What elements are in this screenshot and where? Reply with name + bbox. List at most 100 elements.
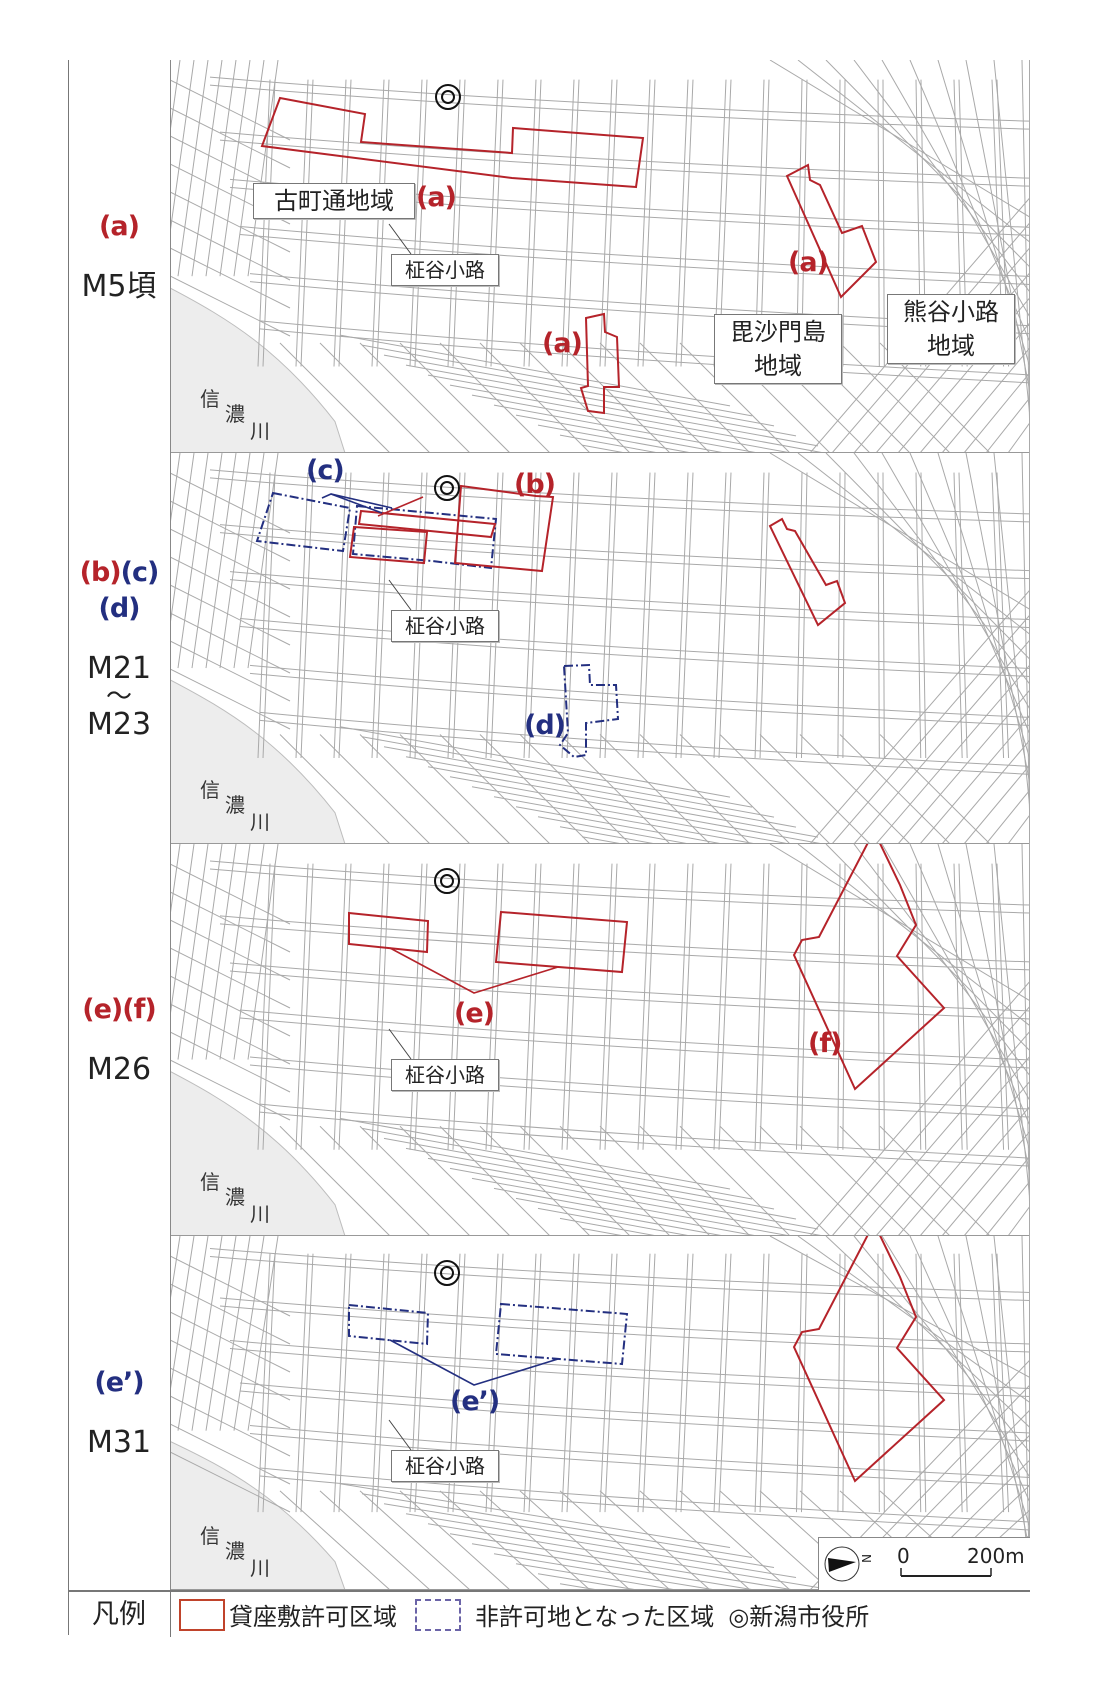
frame-right-border <box>1029 60 1030 1590</box>
callout-pointer <box>388 579 412 611</box>
area-marker-label: (a) <box>542 328 583 359</box>
revoked-area-e-prime-east <box>494 1302 629 1366</box>
leader-c2 <box>330 493 383 514</box>
area-code: (c) <box>120 556 160 588</box>
permit-area-b-east <box>453 484 555 573</box>
permit-area-b-west <box>348 525 429 565</box>
callout-bishamonjima-district: 毘沙門島地域 <box>714 314 842 384</box>
callout-masaya-koji: 柾谷小路 <box>391 1059 499 1091</box>
permit-area-f <box>792 844 946 1091</box>
area-codes: (e)(f) <box>82 992 156 1028</box>
callout-text: 地域 <box>754 352 802 380</box>
city-hall-icon <box>435 84 461 110</box>
callout-text: 古町通地域 <box>274 187 394 215</box>
area-marker-label: (b) <box>514 469 556 500</box>
city-hall-icon <box>434 475 460 501</box>
legend-items: 貸座敷許可区域 非許可地となった区域 ◎新潟市役所 <box>170 1592 869 1637</box>
revoked-area-c-west <box>255 491 352 553</box>
area-marker-label: (e’) <box>450 1386 500 1417</box>
panel-label-column: (a) M5頃 <box>68 60 170 453</box>
permit-area-b-strip <box>357 509 497 539</box>
shinano-river <box>170 679 346 844</box>
river-label-char: 信 <box>200 778 220 802</box>
north-arrow-icon: N <box>824 1546 992 1582</box>
callout-furumachi-district: 古町通地域 <box>253 183 415 219</box>
river-label-char: 濃 <box>225 1185 245 1209</box>
revoked-area-e-prime-west <box>348 1303 430 1346</box>
street-network <box>170 844 1030 1236</box>
era-label: M5頃 <box>81 268 157 304</box>
city-hall-icon <box>434 868 460 894</box>
permit-area-swatch <box>179 1598 225 1631</box>
street-map: 信濃川古町通地域柾谷小路毘沙門島地域熊谷小路地域(a)(a)(a) <box>170 60 1030 453</box>
revoked-area-d <box>558 663 620 759</box>
callout-kumagaya-koji-district: 熊谷小路地域 <box>887 294 1015 364</box>
river-label-char: 川 <box>250 419 270 443</box>
permit-area-kumagaya <box>768 517 847 627</box>
area-code: (a) <box>99 210 140 242</box>
map-svg <box>170 60 1030 453</box>
area-code: (f) <box>122 994 156 1025</box>
area-marker-label: (e) <box>454 998 495 1029</box>
leader-b <box>377 496 424 517</box>
river-label-char: 信 <box>200 1524 220 1548</box>
era-label: M31 <box>86 1425 152 1460</box>
legend-title: 凡例 <box>92 1599 146 1630</box>
era-label: M23 <box>86 706 152 742</box>
panel-m5: (a)M5頃信濃川古町通地域柾谷小路毘沙門島地域熊谷小路地域(a)(a)(a) <box>68 60 1030 453</box>
city-hall-icon <box>434 1260 460 1286</box>
permit-area-furumachi <box>260 96 645 189</box>
permit-area-f <box>792 1236 946 1483</box>
river-label-char: 川 <box>250 1202 270 1226</box>
area-codes: (d) <box>98 591 140 627</box>
callout-text: 柾谷小路 <box>405 1454 485 1478</box>
era-label: M26 <box>86 1052 152 1087</box>
svg-text:N: N <box>859 1554 873 1563</box>
legend-revoked-area: 非許可地となった区域 <box>475 1603 715 1631</box>
era-label: 〜 <box>105 681 132 712</box>
callout-text: 熊谷小路 <box>903 298 999 326</box>
street-map: 信濃川柾谷小路(e)(f) <box>170 844 1030 1236</box>
leader-e-prime <box>389 1339 559 1386</box>
permit-area-e-west <box>348 911 430 954</box>
area-codes: (e’) <box>94 1365 144 1401</box>
permit-area-e-east <box>494 910 629 974</box>
area-code: (b) <box>79 556 122 588</box>
area-codes: (a) <box>99 209 140 245</box>
street-map: 信濃川柾谷小路(e’) <box>170 1236 1030 1590</box>
area-codes: (b)(c) <box>79 555 160 591</box>
legend-city-hall: ◎新潟市役所 <box>728 1603 870 1631</box>
callout-pointer <box>388 223 412 255</box>
callout-text: 毘沙門島 <box>730 318 826 346</box>
river-label-char: 濃 <box>225 402 245 426</box>
area-marker-label: (d) <box>524 710 566 741</box>
panel-separator <box>170 1235 1030 1236</box>
shinano-river <box>170 1070 346 1236</box>
callout-text: 柾谷小路 <box>405 614 485 638</box>
leader-e <box>389 947 559 994</box>
area-marker-label: (a) <box>416 182 457 213</box>
river-label-char: 川 <box>250 810 270 834</box>
shinano-river <box>170 1440 346 1590</box>
permit-area-bishamonjima <box>579 312 621 415</box>
callout-masaya-koji: 柾谷小路 <box>391 610 499 642</box>
area-code: (e) <box>82 994 123 1025</box>
street-network <box>170 1236 1030 1590</box>
revoked-area-c-center <box>351 504 498 570</box>
legend: 凡例 貸座敷許可区域 非許可地となった区域 ◎新潟市役所 <box>68 1590 1030 1637</box>
frame-divider <box>170 60 171 1635</box>
area-code: (e’) <box>94 1367 144 1398</box>
area-marker-label: (c) <box>306 455 345 486</box>
era-label: M21 <box>86 650 152 686</box>
panel-separator <box>170 452 1030 453</box>
panel-label-column: (e)(f) M26 <box>68 844 170 1236</box>
callout-masaya-koji: 柾谷小路 <box>391 254 499 286</box>
permit-area-kumagaya <box>785 163 878 299</box>
callout-pointer <box>388 1419 412 1451</box>
callout-masaya-koji: 柾谷小路 <box>391 1450 499 1482</box>
river-label-char: 川 <box>250 1556 270 1580</box>
legend-permit-area: 貸座敷許可区域 <box>229 1603 397 1631</box>
